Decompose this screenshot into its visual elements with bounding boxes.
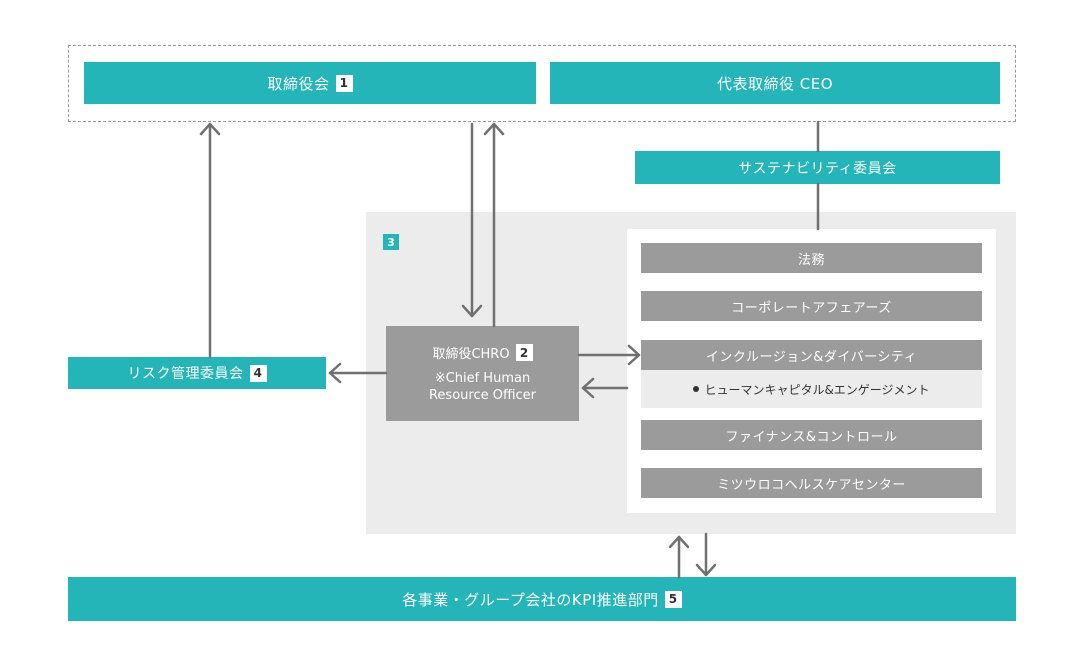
- chro-label: 取締役CHRO: [432, 347, 510, 362]
- arrow-head-down-chro: [461, 304, 483, 318]
- arrow-head-up-region: [668, 535, 690, 549]
- dept-healthcare-center-label: ミツウロコヘルスケアセンター: [717, 477, 906, 493]
- arrow-head-right-departments: [627, 344, 641, 366]
- kpi-department-box: 各事業・グループ会社のKPI推進部門 5: [68, 577, 1016, 621]
- dept-inclusion-diversity-label: インクルージョン&ダイバーシティ: [705, 349, 918, 365]
- ceo-label: 代表取締役 CEO: [716, 74, 834, 93]
- risk-committee-box: リスク管理委員会 4: [68, 357, 326, 389]
- sustainability-committee-box: サステナビリティ委員会: [635, 151, 1000, 184]
- arrow-head-left-risk: [328, 362, 342, 384]
- dept-corporate-affairs-label: コーポレートアフェアーズ: [731, 300, 892, 316]
- arrow-head-up-board: [199, 122, 221, 136]
- dept-human-capital-label: ヒューマンキャピタル&エンゲージメント: [704, 382, 930, 397]
- kpi-department-label: 各事業・グループ会社のKPI推進部門: [402, 590, 659, 609]
- risk-committee-label: リスク管理委員会: [127, 366, 244, 382]
- chro-note-line1: ※Chief Human: [434, 371, 531, 386]
- dept-corporate-affairs: コーポレートアフェアーズ: [641, 291, 982, 321]
- risk-committee-number-badge: 4: [249, 364, 267, 382]
- ceo-box: 代表取締役 CEO: [550, 62, 1000, 104]
- dept-finance-control-label: ファイナンス&コントロール: [725, 429, 898, 445]
- kpi-department-number-badge: 5: [664, 590, 682, 608]
- bullet-dot-icon: [693, 386, 700, 392]
- chro-title-row: 取締役CHRO 2: [432, 343, 533, 362]
- chro-box: 取締役CHRO 2 ※Chief Human Resource Officer: [386, 326, 579, 421]
- arrow-head-up-board-2: [483, 122, 505, 136]
- region-3-number-badge: 3: [383, 234, 399, 250]
- arrow-head-left-chro: [581, 377, 595, 399]
- dept-legal-label: 法務: [797, 252, 825, 268]
- board-label: 取締役会: [267, 74, 330, 93]
- sustainability-committee-label: サステナビリティ委員会: [738, 160, 897, 177]
- dept-legal: 法務: [641, 243, 982, 273]
- top-group-frame: [68, 45, 1016, 122]
- board-box: 取締役会 1: [84, 62, 536, 104]
- chro-note-line2: Resource Officer: [428, 388, 537, 403]
- dept-finance-control: ファイナンス&コントロール: [641, 420, 982, 450]
- dept-healthcare-center: ミツウロコヘルスケアセンター: [641, 468, 982, 498]
- dept-human-capital-sub: ヒューマンキャピタル&エンゲージメント: [641, 370, 982, 408]
- board-number-badge: 1: [335, 74, 353, 92]
- chro-number-badge: 2: [515, 344, 533, 361]
- arrow-head-down-kpi: [695, 563, 717, 577]
- dept-inclusion-diversity: インクルージョン&ダイバーシティ: [641, 340, 982, 370]
